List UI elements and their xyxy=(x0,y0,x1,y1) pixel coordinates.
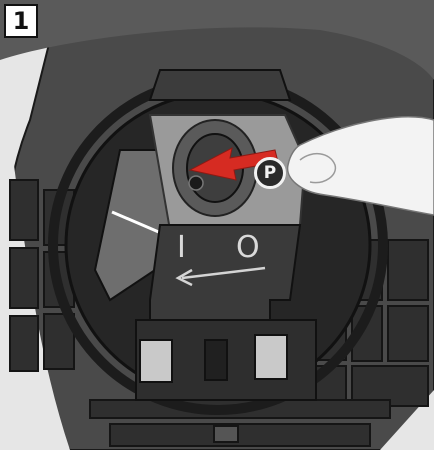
step-number-badge: 1 xyxy=(4,4,38,38)
top-tab xyxy=(148,69,292,101)
left-contact xyxy=(139,339,173,383)
arrow-left-head xyxy=(175,268,193,287)
right-contact xyxy=(254,334,288,380)
fingernail xyxy=(299,153,337,184)
knob xyxy=(188,175,204,191)
center-slot xyxy=(204,339,228,381)
switch-body xyxy=(149,224,302,331)
switch-label-off: O xyxy=(236,230,260,265)
top-rim xyxy=(0,0,434,80)
arrow-left-icon xyxy=(181,266,266,280)
finger-pointer-icon xyxy=(286,116,434,216)
switch-label-on: I xyxy=(177,230,186,265)
parking-mark: P xyxy=(254,157,286,189)
